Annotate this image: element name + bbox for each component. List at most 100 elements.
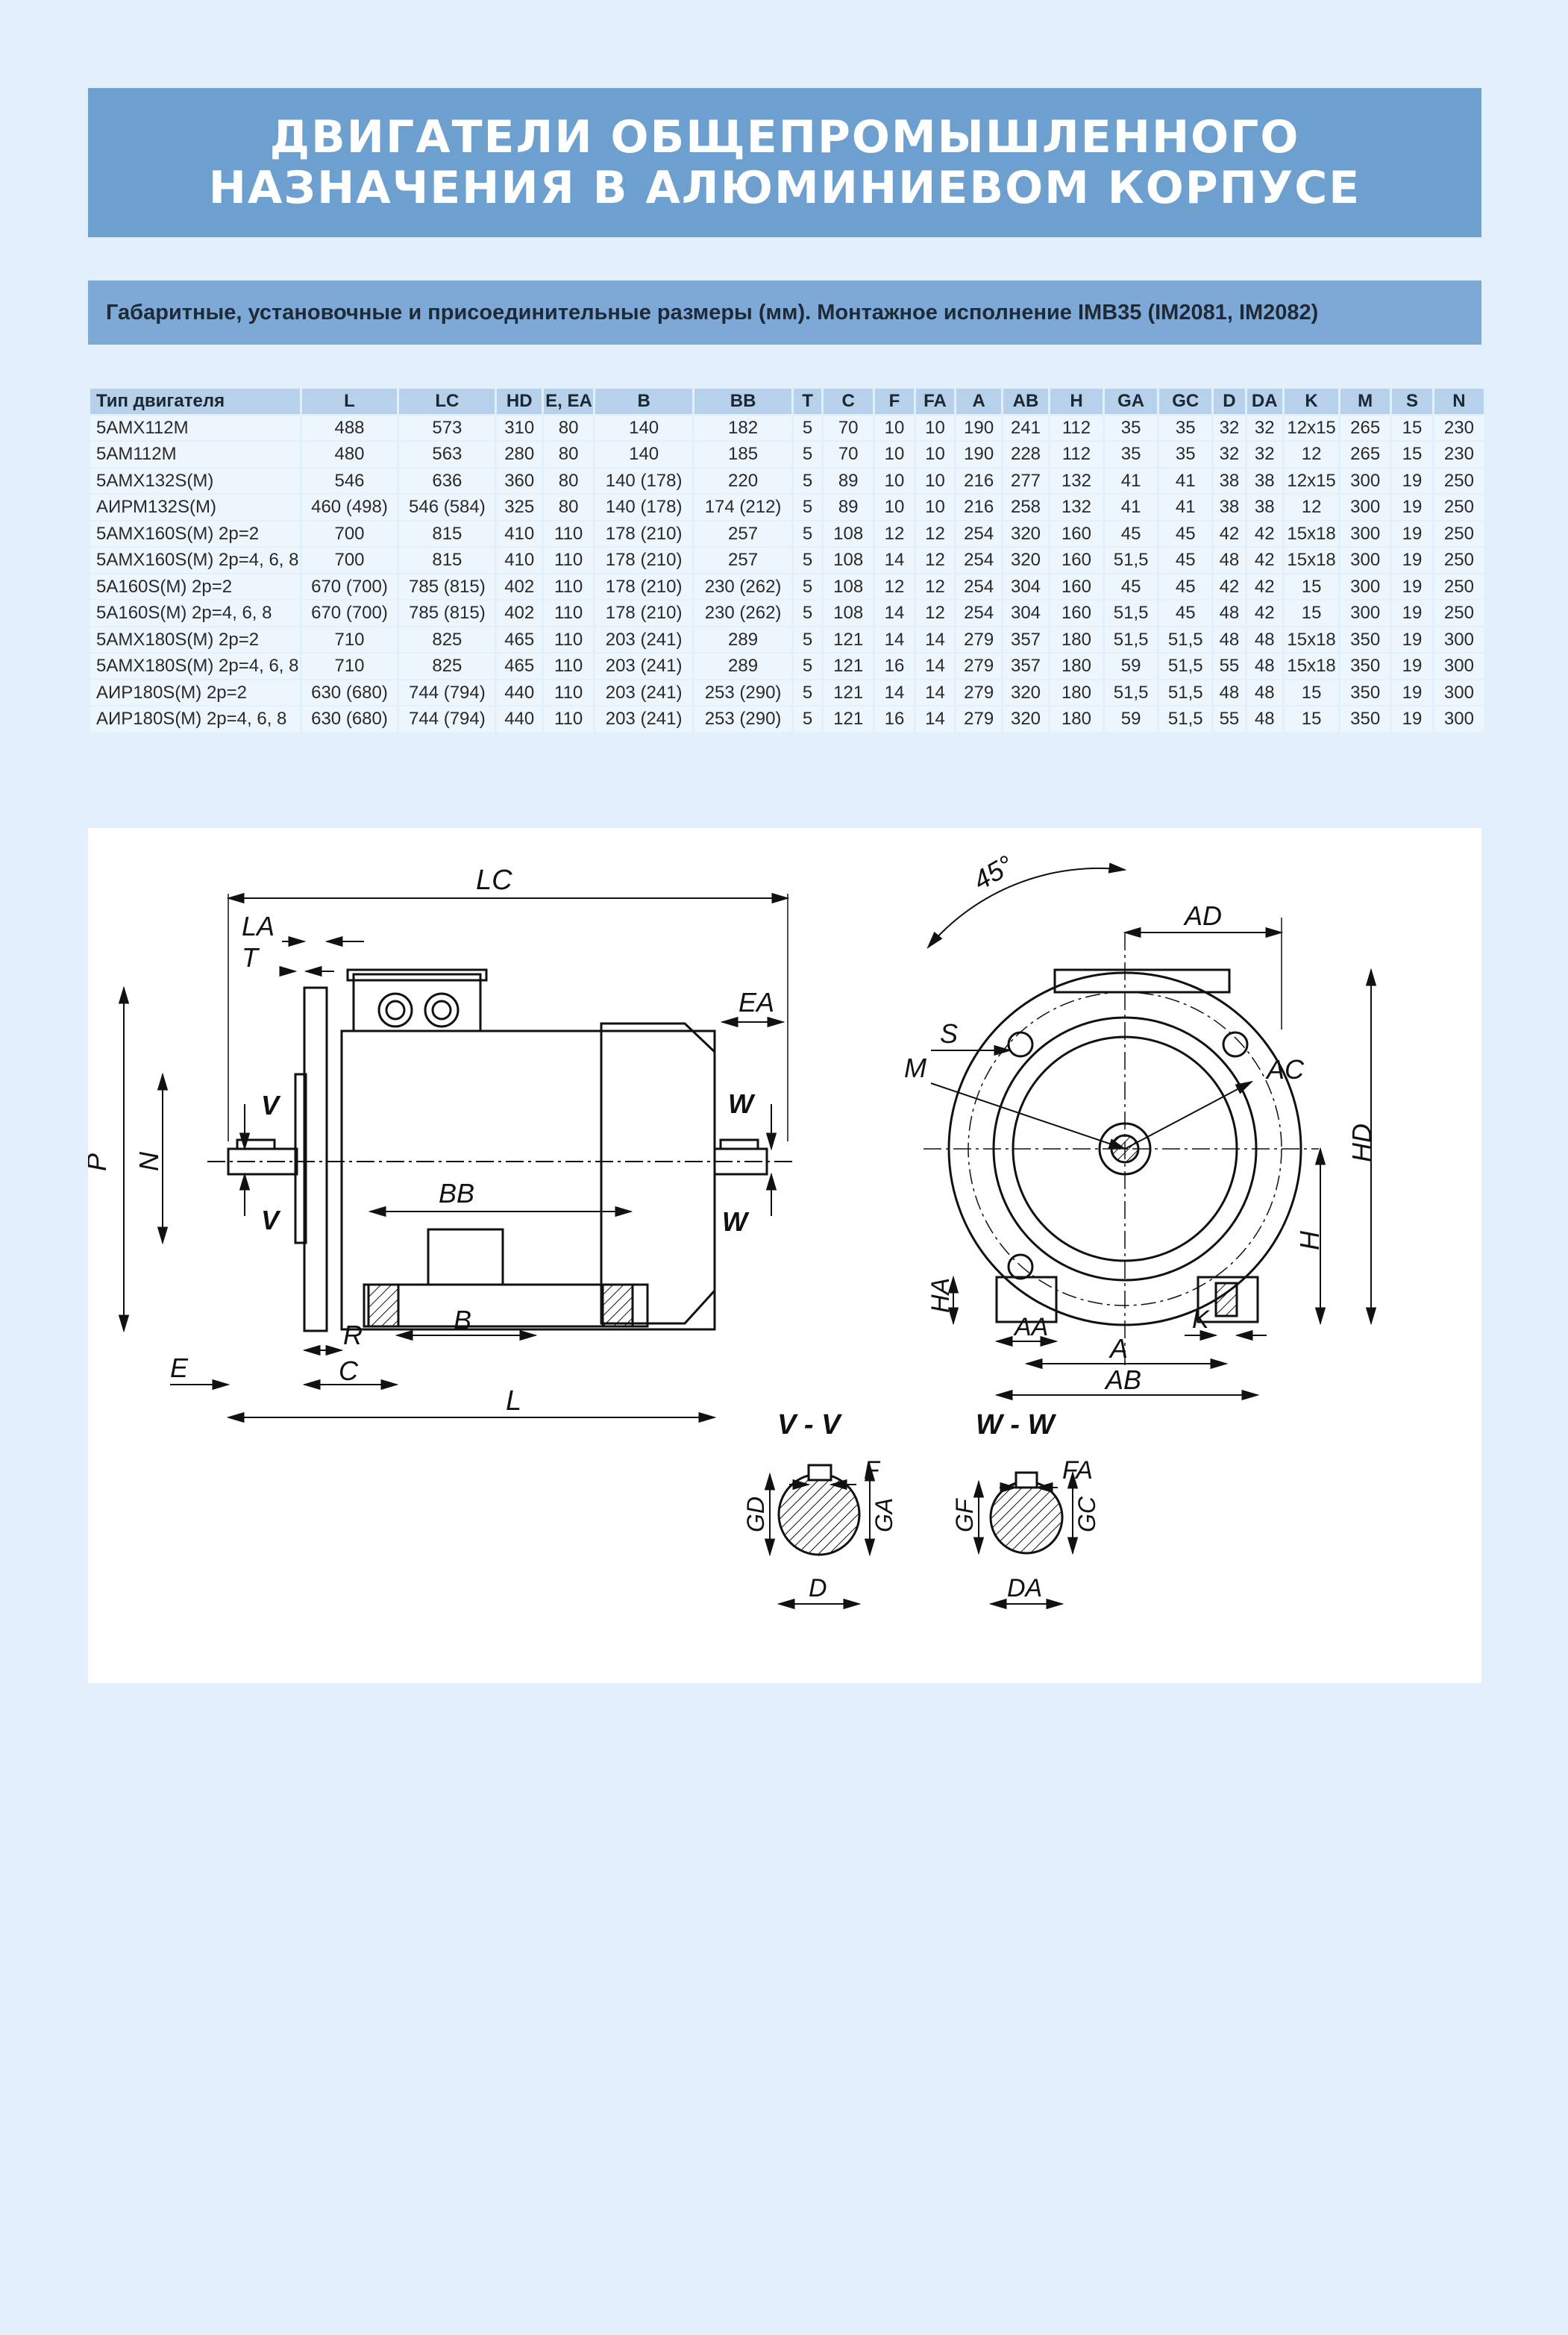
table-cell: 35 (1159, 415, 1212, 440)
motor-type-cell: АИРМ132S(M) (90, 495, 300, 520)
title-line-2: НАЗНАЧЕНИЯ В АЛЮМИНИЕВОМ КОРПУСЕ (208, 162, 1361, 214)
label-EA: EA (738, 987, 774, 1018)
table-cell: 440 (497, 706, 542, 732)
label-N: N (134, 1151, 164, 1171)
table-cell: 440 (497, 680, 542, 705)
table-cell: 250 (1434, 521, 1484, 546)
cable-gland-2 (424, 992, 460, 1028)
table-cell: 140 (178) (595, 495, 693, 520)
table-cell: 5 (794, 601, 822, 626)
table-cell: 253 (290) (694, 706, 792, 732)
table-cell: 51,5 (1105, 548, 1158, 573)
table-cell: 10 (875, 415, 914, 440)
table-cell: 300 (1434, 680, 1484, 705)
table-cell: 42 (1246, 574, 1282, 599)
table-cell: 304 (1003, 574, 1048, 599)
table-cell: 19 (1392, 680, 1432, 705)
table-cell: 70 (824, 442, 874, 467)
section-ww (989, 1471, 1064, 1555)
table-cell: 815 (399, 521, 495, 546)
table-header-cell: S (1392, 389, 1432, 414)
table-cell: 15 (1284, 574, 1339, 599)
label-V-bottom: V (261, 1205, 281, 1235)
table-cell: 5 (794, 627, 822, 652)
table-cell: 250 (1434, 601, 1484, 626)
table-cell: 5 (794, 654, 822, 679)
table-cell: 185 (694, 442, 792, 467)
table-cell: 16 (875, 706, 914, 732)
table-cell: 15x18 (1284, 521, 1339, 546)
table-cell: 350 (1340, 627, 1390, 652)
table-cell: 12 (875, 521, 914, 546)
table-cell: 5 (794, 468, 822, 493)
label-H: H (1294, 1230, 1325, 1250)
table-cell: 19 (1392, 654, 1432, 679)
table-cell: 320 (1003, 521, 1048, 546)
table-cell: 110 (544, 706, 594, 732)
table-cell: 480 (301, 442, 398, 467)
table-cell: 112 (1050, 415, 1103, 440)
table-cell: 110 (544, 680, 594, 705)
label-AC: AC (1265, 1054, 1305, 1085)
table-cell: 41 (1159, 495, 1212, 520)
table-cell: 785 (815) (399, 574, 495, 599)
label-AA: AA (1013, 1313, 1048, 1341)
table-cell: 108 (824, 601, 874, 626)
table-cell: 5 (794, 706, 822, 732)
table-cell: 110 (544, 601, 594, 626)
label-D: D (809, 1574, 827, 1602)
table-cell: 80 (544, 442, 594, 467)
label-P: P (88, 1153, 112, 1171)
table-cell: 228 (1003, 442, 1048, 467)
table-cell: 350 (1340, 680, 1390, 705)
table-cell: 300 (1434, 654, 1484, 679)
motor-dimension-drawing: LC LA T EA P N V V W W BB B R E C L (88, 849, 1377, 1610)
label-R: R (343, 1320, 363, 1350)
table-cell: 304 (1003, 601, 1048, 626)
motor-type-cell: 5А160S(M) 2p=4, 6, 8 (90, 601, 300, 626)
table-cell: 42 (1214, 521, 1245, 546)
table-cell: 38 (1214, 495, 1245, 520)
table-cell: 140 (595, 442, 693, 467)
table-cell: 160 (1050, 548, 1103, 573)
table-cell: 546 (584) (399, 495, 495, 520)
table-cell: 12 (915, 521, 955, 546)
table-cell: 38 (1246, 495, 1282, 520)
table-cell: 357 (1003, 654, 1048, 679)
table-header-cell: M (1340, 389, 1390, 414)
motor-type-cell: АИР180S(M) 2p=4, 6, 8 (90, 706, 300, 732)
terminal-box-lid (346, 968, 488, 982)
label-L: L (506, 1385, 521, 1417)
table-cell: 12 (915, 574, 955, 599)
table-cell: 289 (694, 627, 792, 652)
table-cell: 258 (1003, 495, 1048, 520)
table-cell: 48 (1214, 548, 1245, 573)
table-cell: 178 (210) (595, 574, 693, 599)
table-cell: 230 (1434, 415, 1484, 440)
label-AD: AD (1183, 900, 1222, 931)
table-header-cell: GA (1105, 389, 1158, 414)
table-cell: 14 (915, 627, 955, 652)
label-FA: FA (1062, 1456, 1093, 1485)
table-cell: 15 (1284, 706, 1339, 732)
table-cell: 10 (915, 442, 955, 467)
table-cell: 310 (497, 415, 542, 440)
table-cell: 300 (1434, 706, 1484, 732)
table-cell: 320 (1003, 680, 1048, 705)
table-cell: 670 (700) (301, 601, 398, 626)
table-cell: 630 (680) (301, 680, 398, 705)
cable-gland-1 (377, 992, 413, 1028)
table-cell: 51,5 (1159, 706, 1212, 732)
terminal-box-end (1053, 968, 1231, 994)
table-header-cell: T (794, 389, 822, 414)
table-cell: 35 (1105, 415, 1158, 440)
table-cell: 178 (210) (595, 548, 693, 573)
label-DA: DA (1007, 1574, 1042, 1602)
label-C: C (339, 1355, 359, 1386)
table-cell: 12 (1284, 442, 1339, 467)
motor-type-cell: 5АМХ160S(M) 2p=2 (90, 521, 300, 546)
